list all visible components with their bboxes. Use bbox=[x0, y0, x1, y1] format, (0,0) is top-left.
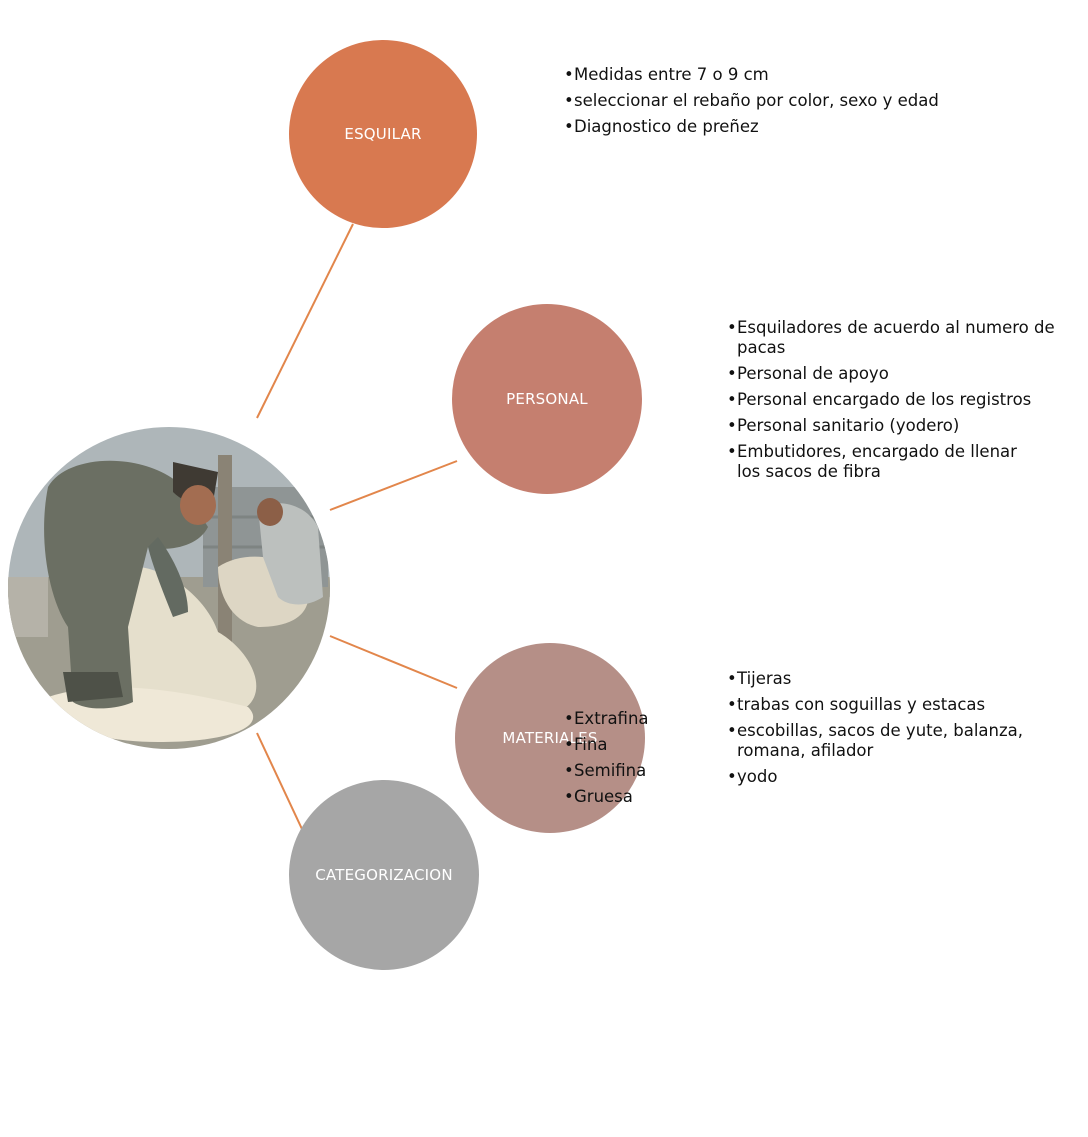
list-item: Esquiladores de acuerdo al numero de pac… bbox=[727, 318, 1087, 358]
list-item: Personal encargado de los registros bbox=[727, 390, 1087, 410]
esquilar-list: Medidas entre 7 o 9 cm seleccionar el re… bbox=[564, 65, 954, 143]
sheep-shearing-photo bbox=[8, 427, 330, 749]
list-item: Medidas entre 7 o 9 cm bbox=[564, 65, 954, 85]
list-item: Fina bbox=[564, 735, 764, 755]
list-item: trabas con soguillas y estacas bbox=[727, 695, 1057, 715]
list-item: seleccionar el rebaño por color, sexo y … bbox=[564, 91, 954, 111]
list-item: Personal de apoyo bbox=[727, 364, 1087, 384]
node-personal: PERSONAL bbox=[452, 304, 642, 494]
materiales-list: Tijeras trabas con soguillas y estacas e… bbox=[727, 669, 1057, 793]
node-label: PERSONAL bbox=[506, 390, 588, 408]
personal-list: Esquiladores de acuerdo al numero de pac… bbox=[727, 318, 1087, 488]
node-esquilar: ESQUILAR bbox=[289, 40, 477, 228]
list-item: Diagnostico de preñez bbox=[564, 117, 954, 137]
list-item: Semifina bbox=[564, 761, 764, 781]
connector-materiales bbox=[329, 635, 458, 689]
list-item: Gruesa bbox=[564, 787, 764, 807]
list-item: Personal sanitario (yodero) bbox=[727, 416, 1087, 436]
node-categorizacion: CATEGORIZACION bbox=[289, 780, 479, 970]
list-item: Tijeras bbox=[727, 669, 1057, 689]
categorizacion-list: Extrafina Fina Semifina Gruesa bbox=[564, 709, 764, 813]
list-item: Embutidores, encargado de llenar los sac… bbox=[727, 442, 1037, 482]
connector-esquilar bbox=[256, 223, 354, 419]
connector-personal bbox=[329, 460, 458, 511]
list-item: yodo bbox=[727, 767, 1057, 787]
list-item: Extrafina bbox=[564, 709, 764, 729]
node-label: ESQUILAR bbox=[344, 125, 422, 143]
list-item: escobillas, sacos de yute, balanza, roma… bbox=[727, 721, 1057, 761]
node-label: CATEGORIZACION bbox=[315, 866, 453, 884]
